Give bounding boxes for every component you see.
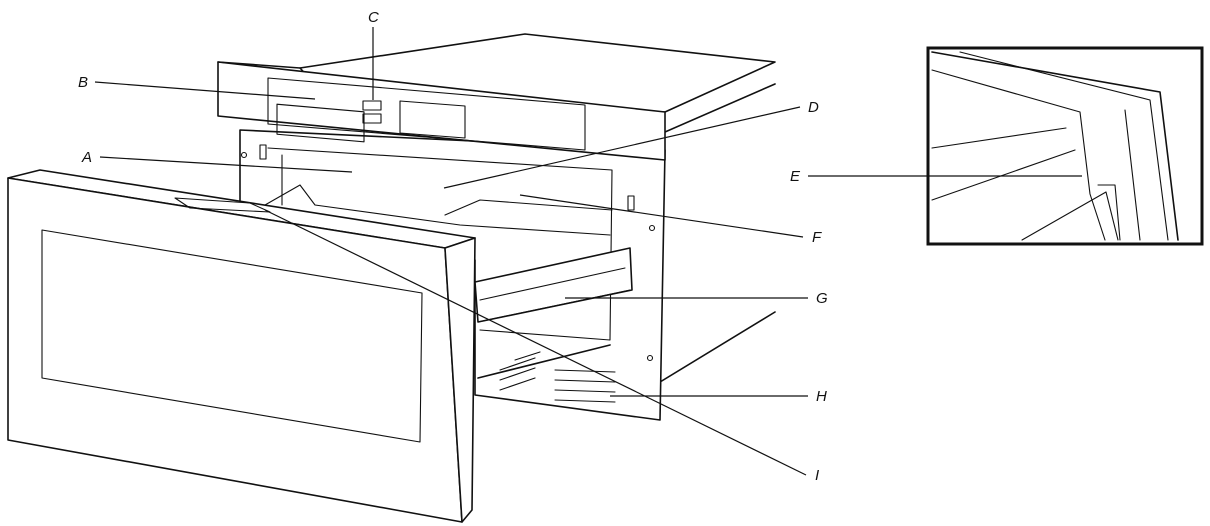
- label-c: C: [368, 9, 379, 26]
- leader-d: [443, 106, 801, 189]
- control-panel: [217, 61, 666, 161]
- label-b: B: [78, 74, 88, 91]
- leader-i: [264, 209, 807, 476]
- leader-lines: [94, 27, 1082, 476]
- label-i: I: [815, 467, 819, 484]
- drawer: [264, 184, 633, 379]
- label-f: F: [812, 229, 822, 246]
- label-a: A: [81, 149, 92, 166]
- vents: [499, 351, 616, 403]
- inset-detail: [926, 46, 1204, 246]
- leader-b: [94, 81, 316, 100]
- label-e: E: [790, 168, 801, 185]
- label-h: H: [816, 388, 827, 405]
- labels: A B C D E F G H I: [78, 9, 828, 484]
- label-d: D: [808, 99, 819, 116]
- leader-f: [519, 194, 804, 238]
- label-g: G: [816, 290, 828, 307]
- leader-a: [99, 156, 353, 173]
